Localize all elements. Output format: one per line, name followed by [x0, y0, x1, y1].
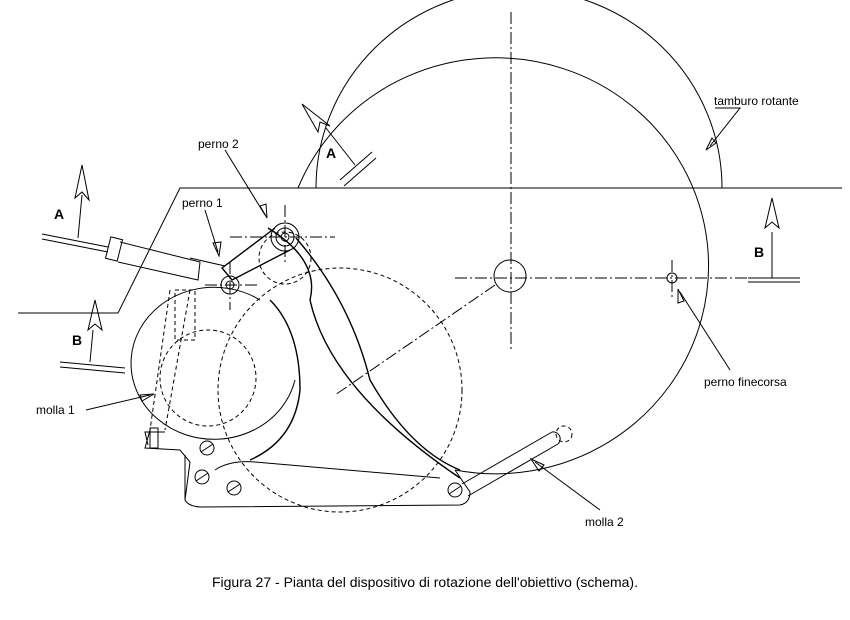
- figure-caption: Figura 27 - Pianta del dispositivo di ro…: [212, 574, 638, 590]
- drum-centerlines: [334, 12, 750, 396]
- lens-circles-dashed: [159, 231, 463, 513]
- section-mark-b-right: [748, 197, 800, 283]
- base-plate: [18, 187, 842, 314]
- lever-arm: [220, 227, 461, 479]
- pin-1: [104, 236, 260, 341]
- label-section-a-top: A: [326, 145, 336, 161]
- end-stop-pin: [666, 272, 678, 284]
- lens-mount-left: [130, 286, 301, 461]
- section-mark-b-left: [59, 299, 126, 374]
- label-perno-1: perno 1: [182, 196, 223, 210]
- pin-2: [230, 205, 335, 265]
- spring-1: [144, 289, 191, 449]
- section-mark-a-left: [41, 164, 109, 253]
- rotating-drum: [297, 0, 723, 475]
- screws: [194, 440, 463, 498]
- label-section-b-left: B: [72, 332, 82, 348]
- label-molla-1: molla 1: [36, 403, 75, 417]
- label-perno-finecorsa: perno finecorsa: [704, 375, 787, 389]
- label-molla-2: molla 2: [585, 515, 624, 529]
- section-mark-a-top: [301, 103, 377, 187]
- label-tamburo-rotante: tamburo rotante: [714, 94, 799, 108]
- label-section-a-left: A: [54, 206, 64, 222]
- bottom-bracket: [144, 429, 471, 508]
- label-perno-2: perno 2: [198, 137, 239, 151]
- spring-2: [461, 425, 573, 497]
- leader-lines: [85, 107, 742, 511]
- label-section-b-right: B: [754, 244, 764, 260]
